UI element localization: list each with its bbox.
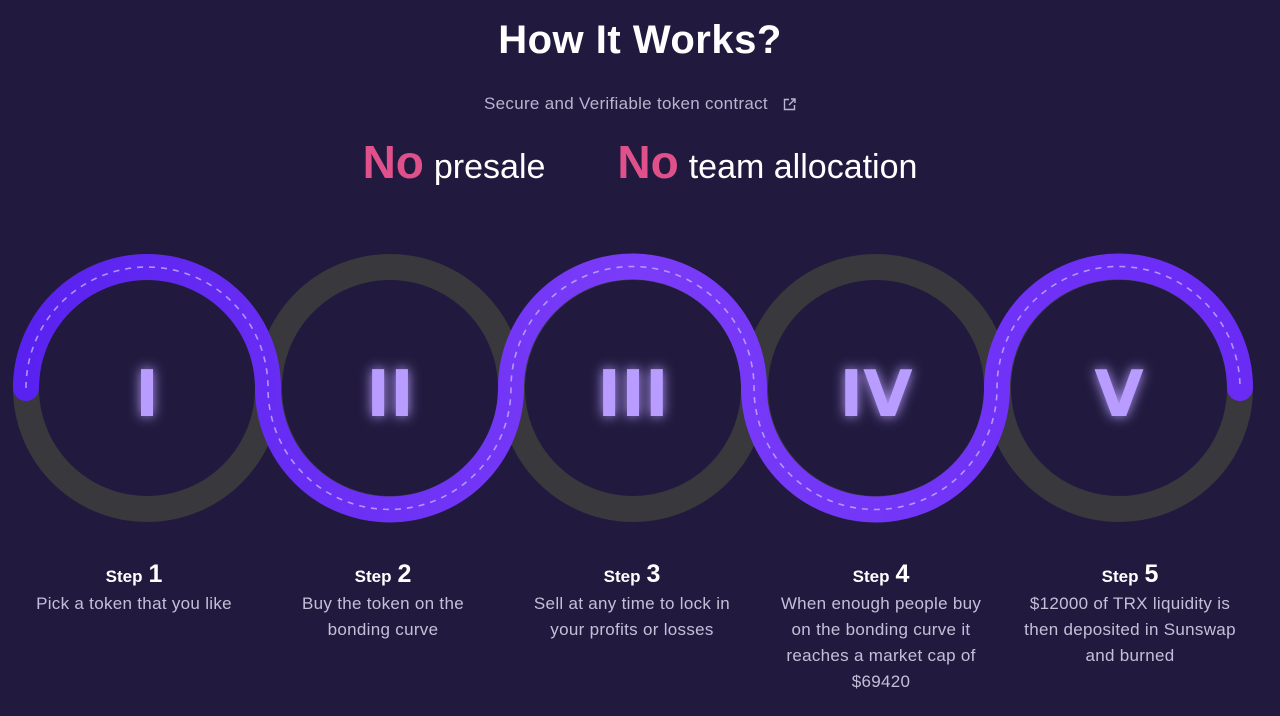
- step-number: 2: [397, 560, 412, 588]
- step-5: Step 5 $12000 of TRX liquidity is then de…: [1015, 560, 1245, 669]
- step-word: Step: [354, 567, 392, 586]
- highlight-no-word: No: [362, 136, 424, 188]
- step-numeral-2: II: [366, 358, 414, 432]
- step-word: Step: [852, 567, 890, 586]
- step-description: $12000 of TRX liquidity is then deposite…: [1024, 594, 1236, 665]
- step-heading: Step 1: [19, 560, 249, 589]
- contract-link-label: Secure and Verifiable token contract: [484, 94, 768, 113]
- step-word: Step: [105, 567, 143, 586]
- step-number: 4: [895, 560, 910, 588]
- step-description: When enough people buy on the bonding cu…: [780, 594, 982, 691]
- highlight-no-word: No: [617, 136, 679, 188]
- step-word: Step: [1101, 567, 1139, 586]
- step-number: 1: [148, 560, 163, 588]
- step-heading: Step 2: [268, 560, 498, 589]
- step-description: Buy the token on the bonding curve: [302, 594, 464, 639]
- step-heading: Step 3: [517, 560, 747, 589]
- step-4: Step 4 When enough people buy on the bond…: [766, 560, 996, 695]
- step-1: Step 1 Pick a token that you like: [19, 560, 249, 617]
- contract-link[interactable]: Secure and Verifiable token contract: [0, 94, 1280, 116]
- step-number: 5: [1144, 560, 1159, 588]
- step-heading: Step 5: [1015, 560, 1245, 589]
- step-description: Sell at any time to lock in your profits…: [533, 594, 731, 639]
- page-title: How It Works?: [498, 18, 782, 62]
- step-description: Pick a token that you like: [36, 594, 232, 613]
- step-3: Step 3 Sell at any time to lock in your p…: [517, 560, 747, 643]
- step-number: 3: [646, 560, 661, 588]
- step-word: Step: [603, 567, 641, 586]
- step-numeral-5: V: [1094, 358, 1144, 432]
- step-heading: Step 4: [766, 560, 996, 589]
- step-numeral-4: IV: [839, 358, 913, 432]
- step-2: Step 2 Buy the token on the bonding curve: [268, 560, 498, 643]
- highlight-text: team allocation: [688, 148, 918, 186]
- highlight-text: presale: [433, 148, 546, 186]
- progress-wave-dashes: [25, 265, 1241, 511]
- external-link-icon[interactable]: [783, 96, 796, 116]
- step-numeral-1: I: [135, 358, 159, 432]
- step-numeral-3: III: [597, 358, 668, 432]
